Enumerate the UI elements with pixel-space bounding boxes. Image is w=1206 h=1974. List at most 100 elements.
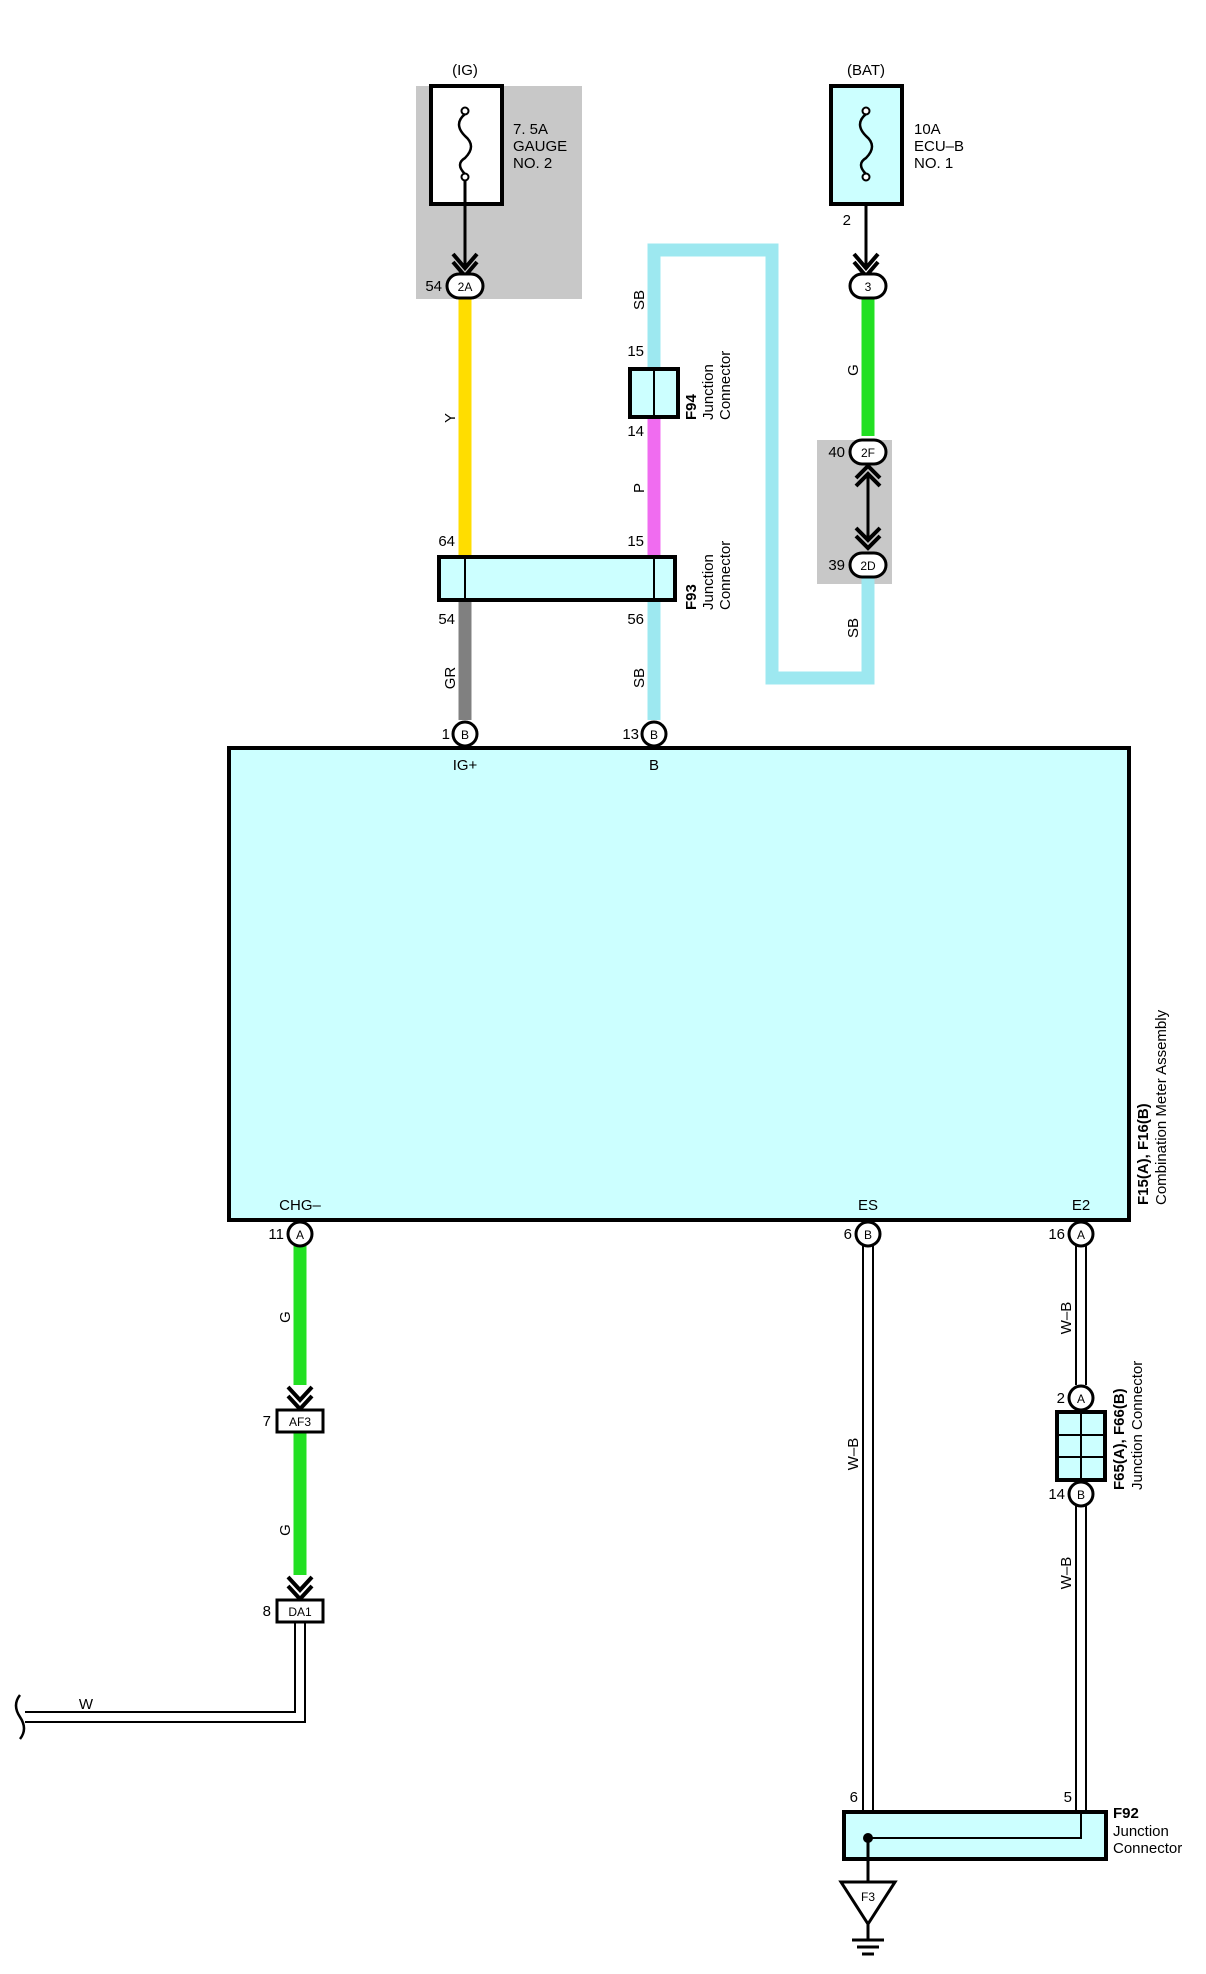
connector-2f-pin: 40 — [828, 444, 845, 461]
f93-pin-54: 54 — [438, 611, 455, 628]
f92-pin-5: 5 — [1064, 1789, 1072, 1806]
fuse-element-icon — [457, 113, 473, 175]
arrow-down-icon — [854, 526, 882, 551]
svg-text:B: B — [650, 728, 658, 742]
fuse-bat-number: NO. 1 — [914, 155, 953, 172]
wire-label-p: P — [631, 483, 648, 493]
connector-b-6-pin: 6 — [844, 1226, 852, 1243]
junction-f65-f66 — [1055, 1410, 1107, 1482]
connector-f65-a: A — [1067, 1384, 1095, 1412]
connector-af3: AF3 — [275, 1408, 325, 1434]
connector-af3-pin: 7 — [263, 1413, 271, 1430]
junction-f93 — [437, 555, 677, 602]
junction-f94 — [628, 367, 680, 419]
svg-text:AF3: AF3 — [289, 1415, 311, 1429]
connector-b-6: B — [854, 1220, 882, 1248]
f92-name: F92 — [1113, 1805, 1139, 1822]
f65-f66-name: F65(A), F66(B) — [1111, 1388, 1128, 1490]
meter-term-e2: E2 — [1072, 1197, 1090, 1214]
connector-2d-pin: 39 — [828, 557, 845, 574]
wire-label-sb-2: SB — [631, 668, 648, 688]
fuse-gauge-no2 — [429, 84, 504, 280]
connector-f66-b-pin: 14 — [1048, 1486, 1065, 1503]
wire-label-wb-2: W–B — [1058, 1302, 1075, 1335]
connector-a-16-pin: 16 — [1048, 1226, 1065, 1243]
wire-label-wb-1: W–B — [845, 1438, 862, 1471]
f94-name: F94 — [683, 393, 700, 420]
wire-label-gr: GR — [442, 667, 459, 690]
f92-desc-2: Connector — [1113, 1840, 1182, 1857]
meter-name: F15(A), F16(B) — [1135, 1103, 1152, 1205]
connector-f66-b: B — [1067, 1480, 1095, 1508]
wire-label-y: Y — [442, 413, 459, 423]
connector-da1: DA1 — [275, 1598, 325, 1624]
connector-b-13-pin: 13 — [622, 726, 639, 743]
connector-da1-pin: 8 — [263, 1603, 271, 1620]
connector-2d: 2D — [848, 551, 888, 579]
svg-text:2A: 2A — [458, 280, 473, 294]
meter-term-ig: IG+ — [453, 757, 478, 774]
fuse-ig-number: NO. 2 — [513, 155, 552, 172]
svg-text:DA1: DA1 — [288, 1605, 312, 1619]
connector-a-11-pin: 11 — [268, 1226, 284, 1243]
ground-f3-label: F3 — [861, 1890, 875, 1904]
connector-2a: 2A — [445, 272, 485, 300]
f65-f66-desc: Junction Connector — [1129, 1361, 1146, 1490]
svg-text:A: A — [296, 1228, 304, 1242]
svg-text:2D: 2D — [860, 559, 876, 573]
fuse-element-icon — [858, 113, 874, 175]
svg-text:B: B — [461, 728, 469, 742]
connector-a-11: A — [286, 1220, 314, 1248]
f93-pin-15: 15 — [627, 533, 644, 550]
wire-label-w: W — [79, 1696, 94, 1713]
fuse-ig-rating: 7. 5A — [513, 121, 548, 138]
f93-name: F93 — [683, 584, 700, 610]
meter-term-es: ES — [858, 1197, 878, 1214]
connector-b-1: B — [451, 720, 479, 748]
wire-label-wb-3: W–B — [1058, 1557, 1075, 1590]
arrow-down-icon — [286, 1575, 314, 1602]
f93-desc-1: Junction — [700, 554, 717, 610]
wire-label-g-3: G — [277, 1524, 294, 1536]
svg-text:B: B — [864, 1228, 872, 1242]
f94-desc-2: Connector — [717, 351, 734, 420]
wire-label-sb-1: SB — [631, 290, 648, 310]
meter-term-b: B — [649, 757, 659, 774]
wire-label-g-1: G — [845, 364, 862, 376]
fuse-bat-source: (BAT) — [847, 62, 885, 79]
arrow-down-icon — [286, 1385, 314, 1412]
connector-b-13: B — [640, 720, 668, 748]
f94-desc-1: Junction — [700, 364, 717, 420]
fuse-bat-pin: 2 — [843, 212, 851, 229]
svg-text:B: B — [1077, 1488, 1085, 1502]
connector-a-16: A — [1067, 1220, 1095, 1248]
connector-2f: 2F — [848, 438, 888, 551]
fuse-ig-source: (IG) — [452, 62, 478, 79]
wire-label-g-2: G — [277, 1311, 294, 1323]
f94-pin-top: 15 — [627, 343, 644, 360]
svg-text:3: 3 — [865, 280, 872, 294]
connector-3: 3 — [848, 272, 888, 300]
wire-label-sb-3: SB — [845, 618, 862, 638]
wire-w — [25, 1621, 306, 1723]
wire-break-icon — [14, 1694, 26, 1740]
fuse-bat-name: ECU–B — [914, 138, 964, 155]
f93-pin-64: 64 — [438, 533, 455, 550]
connector-2a-pin: 54 — [425, 278, 442, 295]
svg-text:A: A — [1077, 1392, 1085, 1406]
fuse-ecu-b-no1 — [829, 84, 904, 280]
f94-pin-bottom: 14 — [627, 423, 644, 440]
combination-meter-body — [227, 746, 1131, 1222]
connector-f65-a-pin: 2 — [1057, 1390, 1065, 1407]
connector-b-1-pin: 1 — [442, 726, 450, 743]
meter-desc: Combination Meter Assembly — [1153, 1009, 1170, 1205]
ground-f3-icon — [838, 1880, 898, 1956]
f93-desc-2: Connector — [717, 541, 734, 610]
svg-text:2F: 2F — [861, 446, 875, 460]
wire-sb-loop — [647, 243, 875, 685]
f92-pin-6: 6 — [850, 1789, 858, 1806]
svg-text:A: A — [1077, 1228, 1085, 1242]
junction-f92 — [842, 1810, 1108, 1882]
fuse-ig-name: GAUGE — [513, 138, 567, 155]
